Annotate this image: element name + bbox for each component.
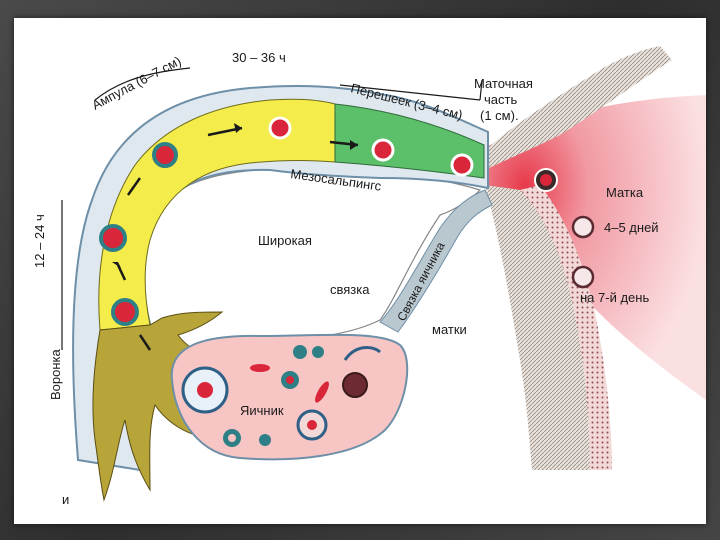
label-time-12-24: 12 – 24 ч: [32, 214, 47, 268]
oocyte: [111, 298, 139, 326]
isthmus: [334, 103, 485, 179]
ovarian-ligament: [379, 189, 493, 333]
blastocyst-4-5-days: [571, 215, 595, 239]
morula-stage: [450, 153, 474, 177]
label-ovary: Яичник: [240, 403, 284, 418]
endometrium: [520, 185, 612, 470]
label-corner-letter: и: [62, 492, 69, 507]
label-time-30-36: 30 – 36 ч: [232, 50, 286, 65]
four-cell-stage: [371, 138, 395, 162]
label-ligament: связка: [330, 282, 370, 297]
uterine-wall-upper: [485, 46, 672, 170]
arrow-icon: [126, 177, 142, 196]
uterus: [480, 46, 706, 470]
two-cell-stage: [268, 116, 292, 140]
label-broad: Широкая: [258, 233, 312, 248]
ampulla-brace: [94, 67, 191, 101]
label-of-uterus: матки: [432, 322, 467, 337]
label-infundibulum: Воронка: [48, 348, 63, 400]
label-4-5-days: 4–5 дней: [604, 220, 659, 235]
ovary: [170, 333, 409, 461]
blastocyst-day-7: [571, 265, 595, 289]
label-ampulla: Ампула (6–7 см): [89, 53, 183, 113]
label-uterus: Матка: [606, 185, 644, 200]
arrow-icon: [138, 334, 152, 351]
zygote: [152, 142, 178, 168]
label-uterine-part-1: Маточная: [474, 76, 533, 91]
egg-path: [99, 116, 474, 351]
fertilized-egg: [99, 224, 127, 252]
label-uterine-part-2: часть: [484, 92, 517, 107]
isthmus-brace: [339, 84, 481, 101]
label-uterine-part-3: (1 см).: [480, 108, 519, 123]
uterine-wall-lower: [485, 185, 590, 470]
arrow-icon: [116, 264, 127, 281]
label-day-7: на 7-й день: [580, 290, 649, 305]
